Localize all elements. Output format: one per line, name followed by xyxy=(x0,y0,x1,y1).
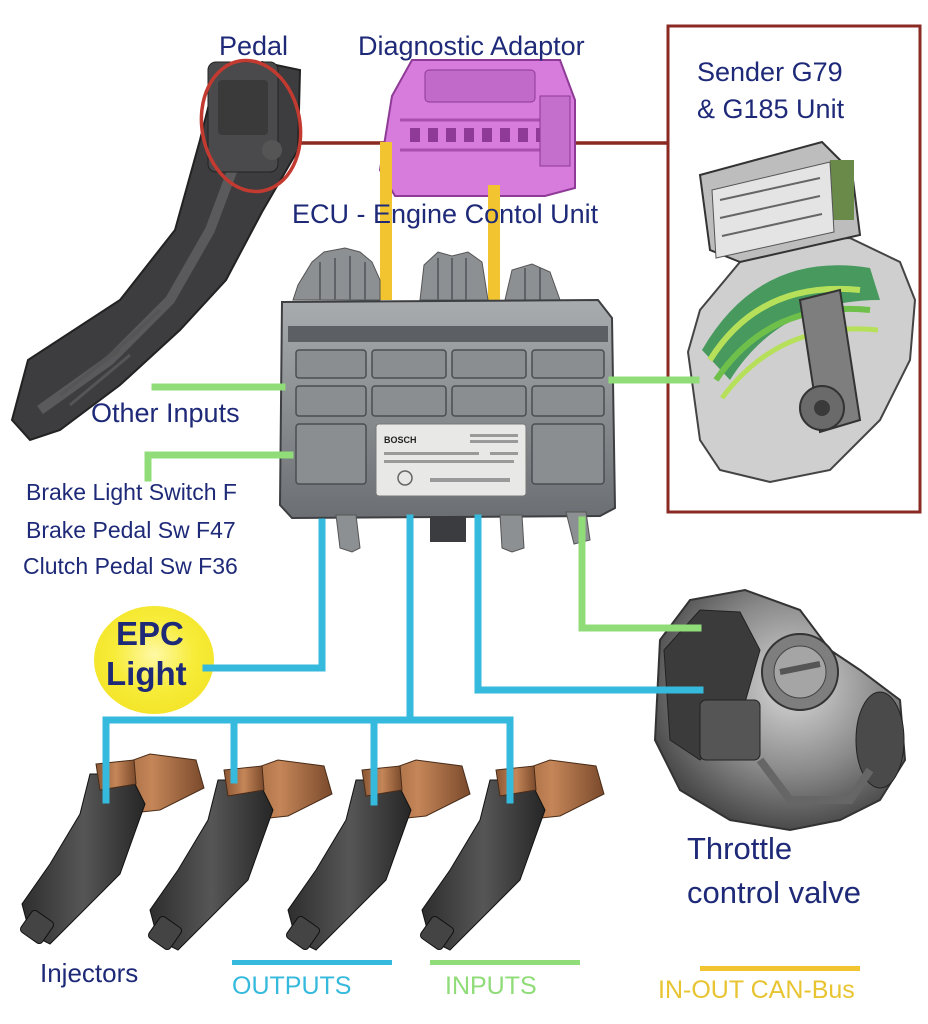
throttle-label-line2: control valve xyxy=(687,875,862,910)
input-wires xyxy=(144,376,702,632)
accelerator-pedal-image xyxy=(10,60,302,442)
brake-light-switch-label: Brake Light Switch F xyxy=(26,479,237,505)
legend-inputs-label: INPUTS xyxy=(445,972,537,1000)
throttle-label-line1: Throttle xyxy=(687,831,793,866)
injector-3-image xyxy=(285,759,471,951)
sender-g79-unit-image xyxy=(686,140,917,484)
epc-light-indicator xyxy=(94,606,214,714)
throttle-output-wire xyxy=(474,514,704,694)
epc-light-label-line1: EPC xyxy=(116,615,184,652)
ecu-brand-text: BOSCH xyxy=(384,435,417,445)
ecu-label: ECU - Engine Contol Unit xyxy=(292,199,599,229)
brake-pedal-sw-label: Brake Pedal Sw F47 xyxy=(26,517,236,543)
diagnostic-adaptor-label: Diagnostic Adaptor xyxy=(358,31,585,61)
output-wires xyxy=(102,514,704,806)
legend-outputs-label: OUTPUTS xyxy=(232,972,352,1000)
sender-unit-frame xyxy=(666,24,922,514)
diagnostic-adaptor-image xyxy=(378,59,576,197)
injector-2-image xyxy=(147,759,333,951)
injectors-label: Injectors xyxy=(40,958,139,988)
pedal-label: Pedal xyxy=(219,31,289,61)
ecu-module-image: BOSCH xyxy=(278,247,617,553)
throttle-control-valve-image xyxy=(653,588,907,832)
legend-canbus-label: IN-OUT CAN-Bus xyxy=(658,976,855,1004)
throttle-input-wire xyxy=(578,516,702,632)
injector-4-image xyxy=(419,759,605,951)
other-inputs-label: Other Inputs xyxy=(91,398,240,428)
sender-label-line1: Sender G79 xyxy=(697,57,843,87)
sender-label-line2: & G185 Unit xyxy=(697,94,845,124)
legend-inputs-swatch xyxy=(430,960,580,965)
legend-outputs-swatch xyxy=(232,960,392,965)
legend-canbus-swatch xyxy=(700,966,860,971)
pedal-sensor-highlight-ring xyxy=(199,58,303,194)
clutch-pedal-sw-label: Clutch Pedal Sw F36 xyxy=(23,553,238,579)
epc-light-label-line2: Light xyxy=(106,655,187,692)
brake-light-switch-wire xyxy=(144,451,294,482)
epc-output-wire xyxy=(202,518,326,672)
